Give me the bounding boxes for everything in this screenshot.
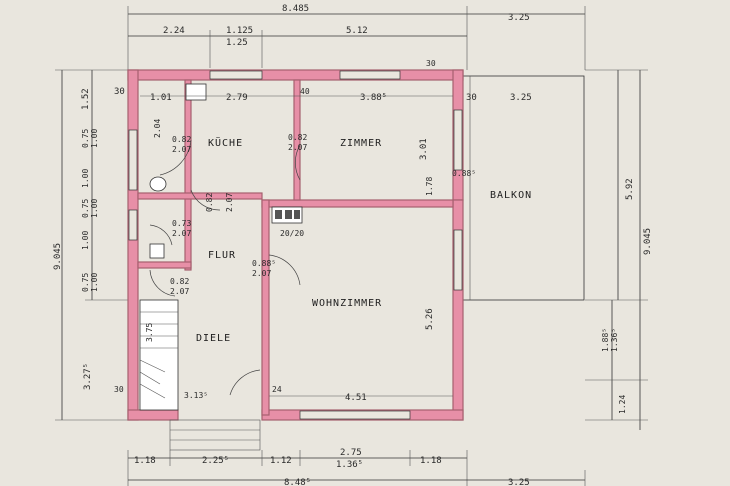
dim-left-100b: 1.00 xyxy=(81,169,90,188)
room-label-zimmer: ZIMMER xyxy=(340,138,382,149)
dim-bottom-118b: 1.18 xyxy=(420,456,442,466)
door-zimmer-width: 0.82 xyxy=(288,133,307,142)
dim-top-b-num: 1.125 xyxy=(226,26,253,36)
staircase xyxy=(139,299,179,411)
dim-left-204: 2.04 xyxy=(153,119,162,138)
dim-top-c: 5.12 xyxy=(346,26,368,36)
dim-bottom-112: 1.12 xyxy=(270,456,292,466)
dim-right-124: 1.24 xyxy=(618,395,627,414)
door-flur-b-width: 0.82 xyxy=(170,277,189,286)
dim-balkon-325: 3.25 xyxy=(510,93,532,103)
dim-bottom-451: 4.51 xyxy=(345,393,367,403)
wall-30-top-right: 30 xyxy=(426,59,436,68)
windows xyxy=(128,70,463,420)
door-zimmer-height: 2.07 xyxy=(288,143,307,152)
wall-40: 40 xyxy=(300,87,310,96)
top-dimensions: 8.485 3.25 2.24 1.125 1.25 5.12 xyxy=(127,4,586,70)
door-balkon-width: 0.88⁵ xyxy=(452,169,476,178)
balkon-area: 3.25 30 BALKON xyxy=(461,75,585,301)
dim-top-b-den: 1.25 xyxy=(226,38,248,48)
dim-right-592: 5.92 xyxy=(625,178,635,200)
left-dimensions: 9.045 3.27⁵ 1.52 0.75 1.00 1.00 0.75 1.0… xyxy=(53,69,128,421)
door-kueche-height: 2.07 xyxy=(172,145,191,154)
wall-178: 1.78 xyxy=(425,177,434,196)
dim-left-152: 1.52 xyxy=(81,88,91,110)
sink-icon xyxy=(149,243,165,259)
door-flur-a-height: 2.07 xyxy=(225,193,234,212)
dim-top-a: 2.24 xyxy=(163,26,185,36)
room-label-kueche: KÜCHE xyxy=(208,136,243,149)
dim-right-301: 3.01 xyxy=(419,138,429,160)
dim-inner-279: 2.79 xyxy=(226,93,248,103)
inner-dimensions: 30 1.01 2.79 40 3.88⁵ 30 0.82 2.07 0.82 … xyxy=(114,59,476,403)
dim-left-100d: 1.00 xyxy=(81,231,90,250)
dim-inner-388: 3.88⁵ xyxy=(360,93,387,103)
wc-icon xyxy=(149,176,167,192)
dim-bottom-313: 3.13⁵ xyxy=(184,391,208,400)
dim-right-9045: 9.045 xyxy=(643,228,653,255)
dim-inner-101: 1.01 xyxy=(150,93,172,103)
dim-right-1365: 1.36⁵ xyxy=(610,328,619,352)
doors xyxy=(149,139,301,396)
room-label-balkon: BALKON xyxy=(490,190,532,201)
bottom-dimensions: 1.18 2.25⁵ 1.12 2.75 1.36⁵ 1.18 8.48⁵ 3.… xyxy=(127,448,586,486)
dim-bottom-1365: 1.36⁵ xyxy=(336,460,363,470)
wall-24: 24 xyxy=(272,385,282,394)
door-bad-height: 2.07 xyxy=(172,229,191,238)
room-label-diele: DIELE xyxy=(196,333,231,344)
door-wohn-width: 0.88⁵ xyxy=(252,259,276,268)
right-dimensions: 5.92 9.045 1.88⁵ 1.36⁵ 1.24 xyxy=(585,69,653,430)
door-kueche-width: 0.82 xyxy=(172,135,191,144)
dim-left-075: 0.75 xyxy=(81,129,90,148)
door-wohn-height: 2.07 xyxy=(252,269,271,278)
dim-left-100a: 1.00 xyxy=(90,129,99,148)
dim-top-total: 8.485 xyxy=(282,4,309,14)
dim-left-075b: 0.75 xyxy=(81,199,90,218)
room-label-wohnzimmer: WOHNZIMMER xyxy=(312,298,382,309)
dim-left-9045: 9.045 xyxy=(53,243,63,270)
dim-top-balkon: 3.25 xyxy=(508,13,530,23)
door-flur-a-width: 0.82 xyxy=(205,193,214,212)
dim-right-526: 5.26 xyxy=(425,308,435,330)
door-bad-width: 0.73 xyxy=(172,219,191,228)
wall-30-top-left: 30 xyxy=(114,87,125,97)
dim-left-3275: 3.27⁵ xyxy=(83,363,93,390)
fixtures xyxy=(139,83,261,451)
dim-bottom-total: 8.48⁵ xyxy=(284,478,311,486)
dim-bottom-118a: 1.18 xyxy=(134,456,156,466)
dim-left-100e: 1.00 xyxy=(90,273,99,292)
wall-30-bottom: 30 xyxy=(114,385,124,394)
dim-bottom-275: 2.75 xyxy=(340,448,362,458)
dim-bottom-2255: 2.25⁵ xyxy=(202,456,229,466)
dim-right-1885: 1.88⁵ xyxy=(601,328,610,352)
door-flur-b-height: 2.07 xyxy=(170,287,189,296)
dim-left-075c: 0.75 xyxy=(81,273,90,292)
dim-left-375: 3.75 xyxy=(145,323,154,342)
dim-bottom-balkon: 3.25 xyxy=(508,478,530,486)
dim-left-100c: 1.00 xyxy=(90,199,99,218)
chimney-size: 20/20 xyxy=(280,229,304,238)
room-label-flur: FLUR xyxy=(208,250,236,261)
wall-30-balkon: 30 xyxy=(466,93,477,103)
